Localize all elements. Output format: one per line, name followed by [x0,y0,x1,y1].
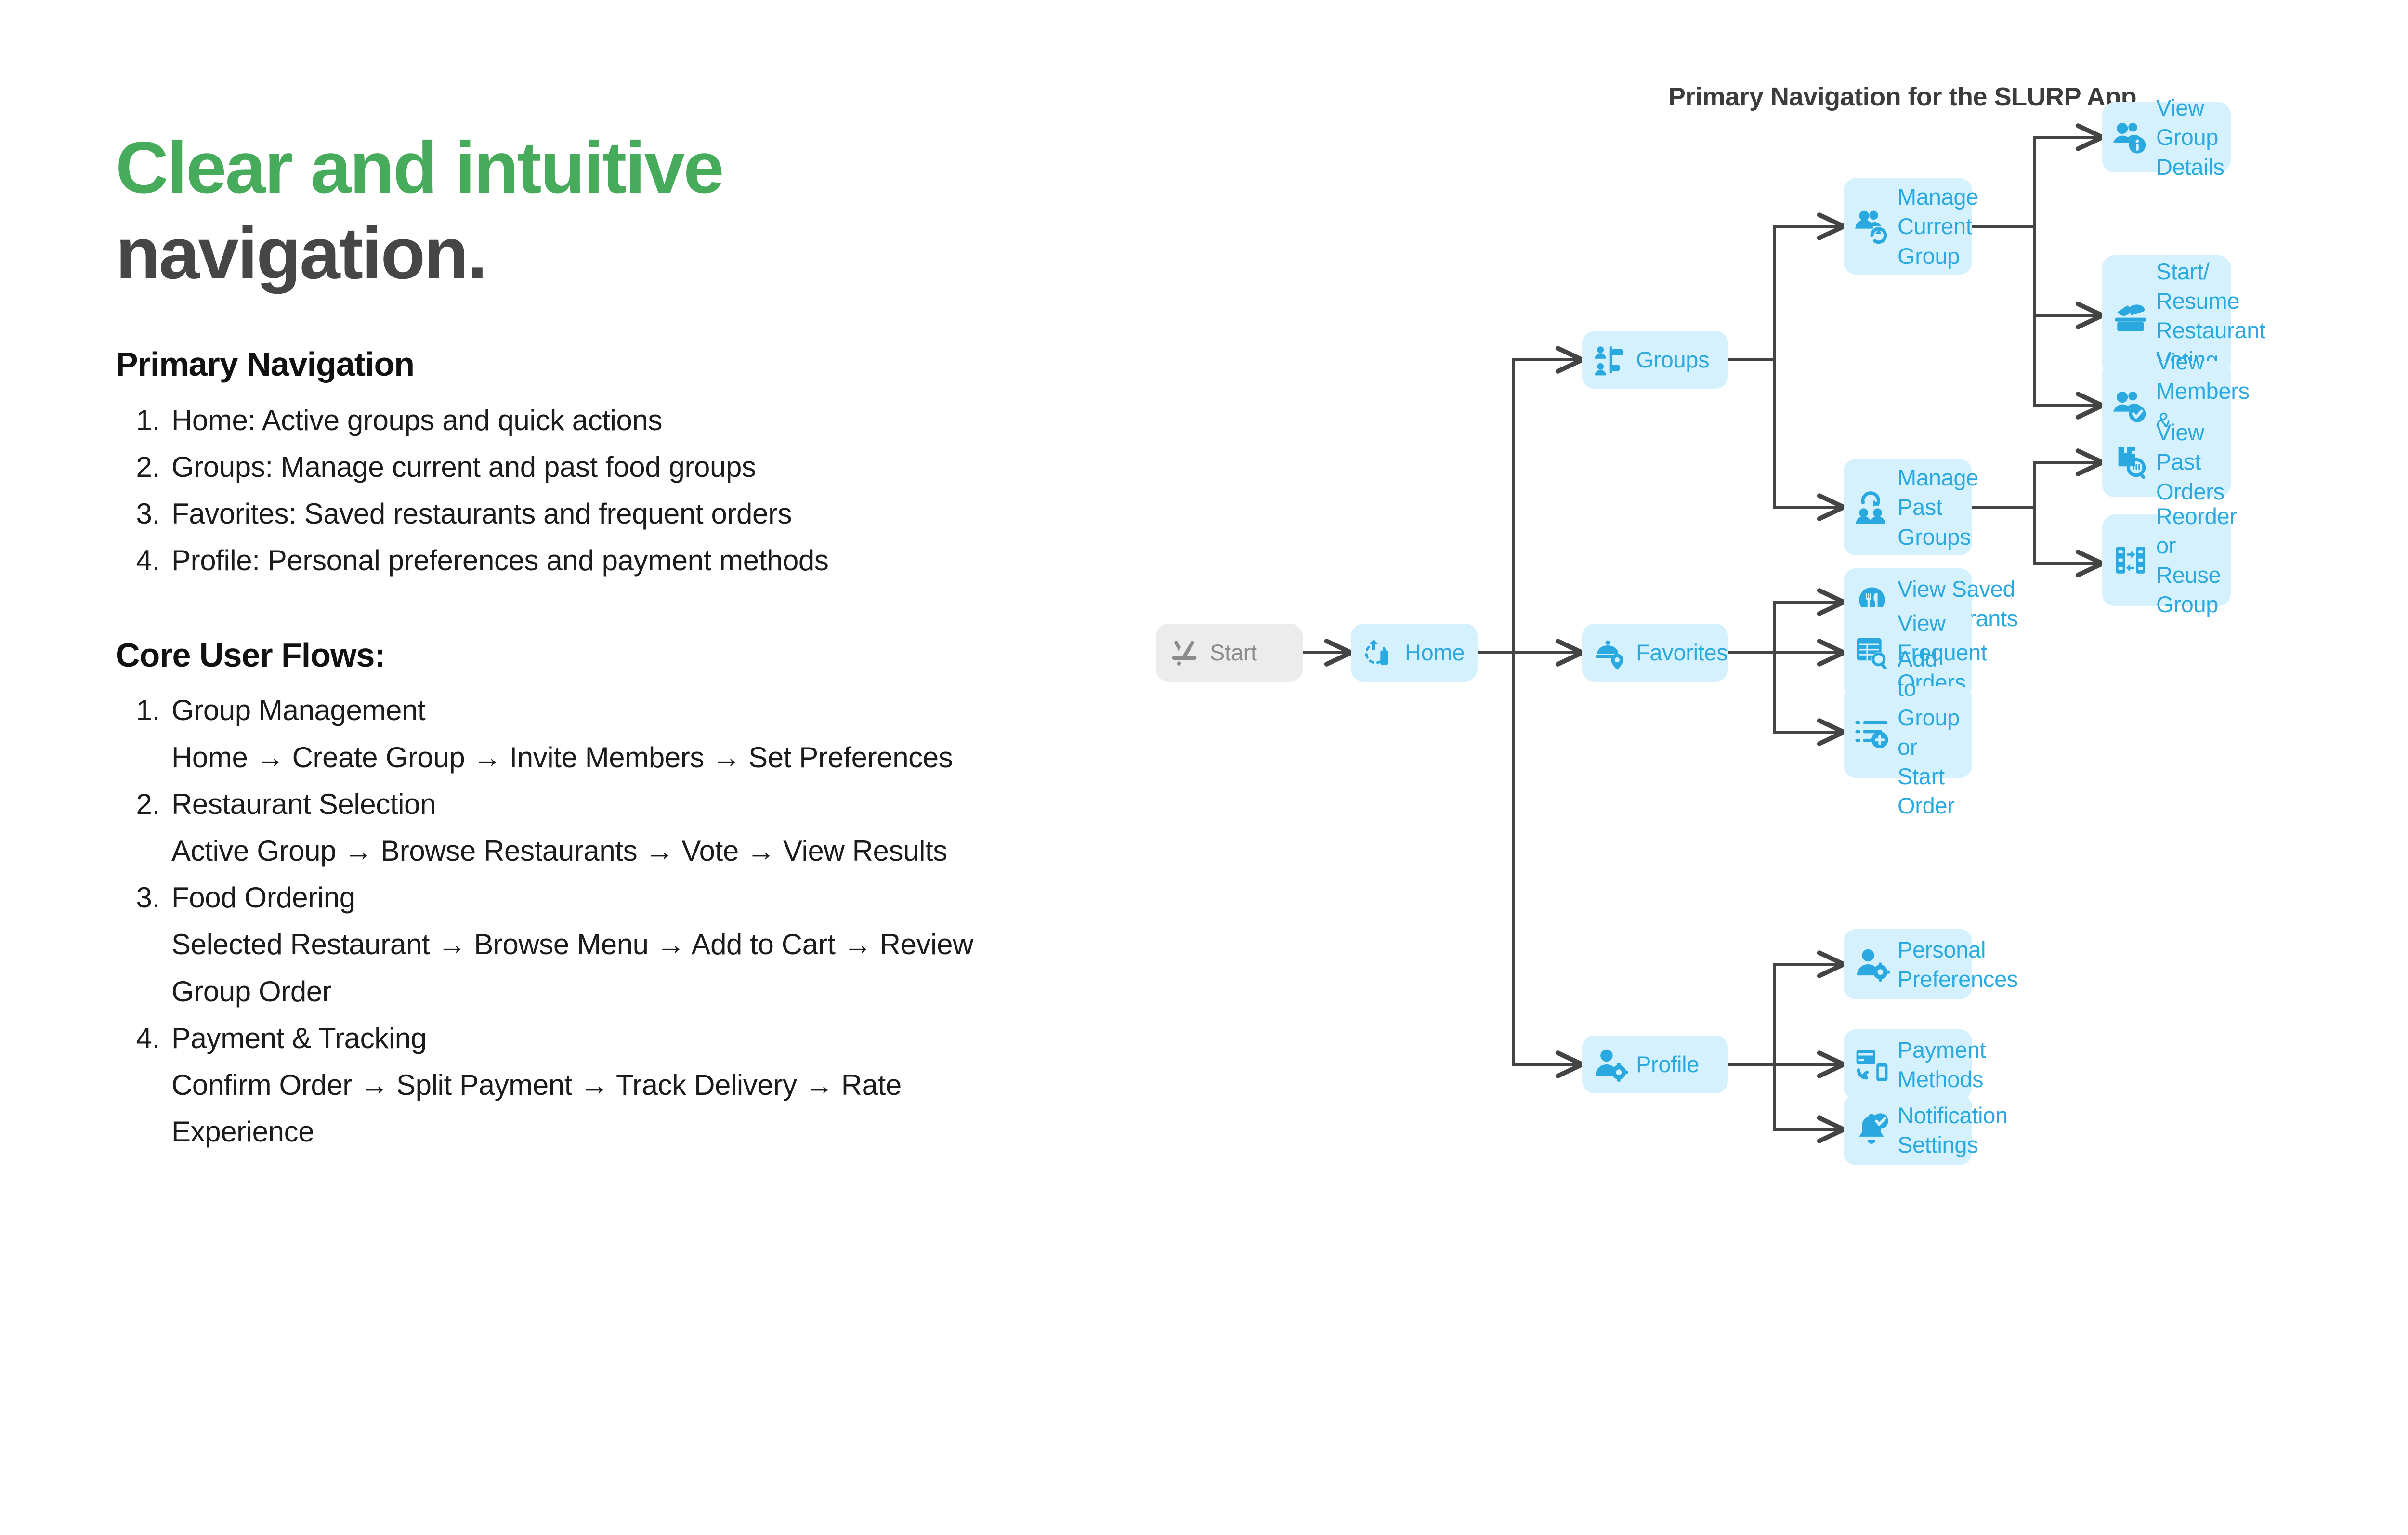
edge-mcg-to-view-members-status [2033,226,2105,420]
edge-fav-to-add-to-group [1773,653,1846,746]
diagram-connectors [1303,123,2105,1143]
node-start[interactable]: Start [1156,624,1303,682]
primary-navigation-heading: Primary Navigation [116,345,415,383]
users-check-icon [2113,388,2148,424]
edge-mpg-to-view-past-orders [2033,448,2105,507]
node-label: Reorder or Reuse Group [2156,503,2237,617]
group-list-icon [1593,342,1628,378]
left-content-panel: Clear and intuitive navigation. Primary … [116,125,992,1155]
edge-home-to-groups [1512,346,1585,653]
list-item: Food Ordering Selected Restaurant → Brow… [168,874,992,1015]
users-refresh-icon [1854,209,1890,244]
primary-navigation-list: Home: Active groups and quick actions Gr… [116,397,992,584]
users-info-icon [2113,119,2148,155]
list-add-icon [1854,714,1890,750]
node-home[interactable]: Home [1351,624,1478,682]
node-favorites[interactable]: Favorites [1582,624,1728,682]
flow-name: Food Ordering [171,881,355,914]
list-item: Group Management Home → Create Group → I… [168,687,992,780]
node-notification-settings[interactable]: Notification Settings [1844,1095,2008,1165]
node-view-frequent-orders[interactable]: View Frequent Orders [1844,607,1987,698]
list-item: Groups: Manage current and past food gro… [168,444,992,490]
node-label: Start/ Resume Restaurant Voting [2156,258,2265,373]
flow-steps: Selected Restaurant → Browse Menu → Add … [171,928,974,1008]
edge-mpg-to-reorder-reuse-group [2033,507,2105,577]
node-label: View Past Orders [2156,420,2225,504]
page-title: Clear and intuitive navigation. [116,125,992,297]
edge-profile-to-notification-settings [1773,1064,1846,1143]
ballot-box-icon [2113,298,2148,333]
flow-steps: Confirm Order → Split Payment → Track De… [171,1068,902,1148]
receipt-search-icon [2113,444,2148,480]
list-item: Profile: Personal preferences and paymen… [168,537,992,584]
node-payment-methods[interactable]: Payment Methods [1844,1029,1986,1100]
list-item: Restaurant Selection Active Group → Brow… [168,781,992,874]
node-personal-preferences[interactable]: Personal Preferences [1844,929,2018,999]
navigation-flow-diagram: Primary Navigation for the SLURP App [1084,82,2408,1488]
node-label: Personal Preferences [1898,936,2018,992]
flow-steps: Active Group → Browse Restaurants → Vote… [171,834,947,867]
edge-fav-to-view-saved-restaurants [1773,588,1846,653]
page-title-line-2: navigation. [116,212,487,294]
diagram-title: Primary Navigation for the SLURP App [1668,82,2137,111]
flow-name: Payment & Tracking [171,1022,427,1054]
node-label: View Frequent Orders [1898,610,1987,695]
app-store-icon [1166,635,1202,670]
flow-name: Group Management [171,694,426,727]
card-phone-icon [1854,1047,1890,1082]
edge-home-to-profile [1512,653,1585,1078]
node-manage-past-groups[interactable]: Manage Past Groups [1844,459,1978,555]
node-label: Manage Past Groups [1898,465,1979,550]
node-label: View Group Details [2156,95,2225,180]
node-label: Home [1405,640,1465,666]
node-label: Start [1210,640,1257,666]
flow-steps: Home → Create Group → Invite Members → S… [171,741,953,774]
table-search-icon [1854,635,1890,670]
mobile-app-icon [1361,635,1397,670]
node-reorder-reuse-group[interactable]: Reorder or Reuse Group [2102,503,2237,617]
node-label: Add to Group or Start Order [1898,645,1960,819]
edge-groups-to-manage-past [1773,360,1846,521]
node-start-resume-restaurant-voting[interactable]: Start/ Resume Restaurant Voting [2102,255,2265,376]
list-item: Favorites: Saved restaurants and frequen… [168,490,992,537]
node-groups[interactable]: Groups [1582,331,1728,389]
node-label: Favorites [1636,640,1728,666]
users-history-icon [1854,489,1890,525]
node-view-group-details[interactable]: View Group Details [2102,95,2231,180]
edge-profile-to-personal-preferences [1773,950,1846,1064]
user-gear-icon [1593,1047,1628,1082]
edge-groups-to-manage-current [1773,212,1846,360]
node-label: Payment Methods [1898,1036,1986,1092]
cloche-pin-icon [1593,635,1628,670]
node-view-past-orders[interactable]: View Past Orders [2102,420,2231,504]
core-user-flows-list: Group Management Home → Create Group → I… [116,687,992,1155]
flow-name: Restaurant Selection [171,787,436,820]
list-item: Home: Active groups and quick actions [168,397,992,444]
node-manage-current-group[interactable]: Manage Current Group [1844,178,1978,275]
list-item: Payment & Tracking Confirm Order → Split… [168,1015,992,1155]
bell-check-icon [1854,1112,1890,1148]
edge-mcg-to-view-group-details [2033,123,2105,226]
node-label: Profile [1636,1051,1700,1077]
node-label: Notification Settings [1898,1102,2008,1157]
page-title-line-1: Clear and intuitive [116,127,724,209]
user-gear-icon [1854,946,1890,982]
node-label: Groups [1636,347,1710,373]
core-user-flows-heading: Core User Flows: [116,636,386,674]
node-add-to-group-or-start-order[interactable]: Add to Group or Start Order [1844,646,1972,818]
reorder-swap-icon [2113,542,2148,578]
edge-mcg-to-start-resume-voting [2033,226,2105,329]
node-profile[interactable]: Profile [1582,1036,1728,1093]
node-label: Manage Current Group [1898,184,1979,269]
